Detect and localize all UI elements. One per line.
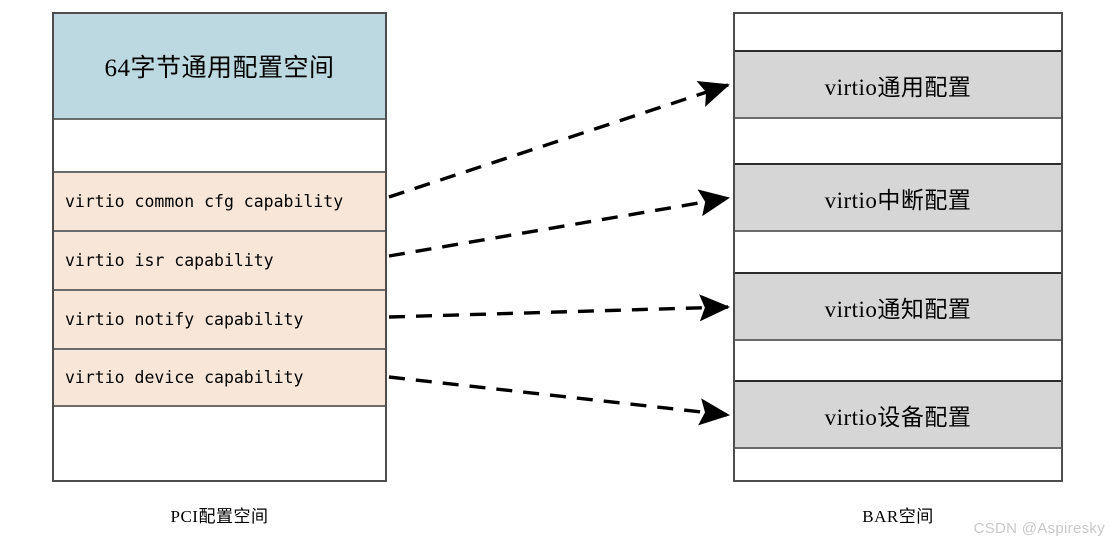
pci-common-config-header-label: 64字节通用配置空间 (104, 55, 335, 82)
bar-region-label: virtio通知配置 (824, 296, 972, 322)
capability-row-isr: virtio isr capability (54, 230, 385, 289)
bar-space-caption: BAR空间 (862, 507, 934, 526)
bar-region-notify-config: virtio通知配置 (735, 272, 1061, 341)
arrow-isr-to-interrupt-config (388, 189, 731, 258)
bar-region-label: virtio中断配置 (824, 187, 972, 213)
bar-region-label: virtio设备配置 (824, 404, 972, 430)
bar-region-device-config: virtio设备配置 (735, 380, 1061, 449)
capability-row-label: virtio device capability (65, 368, 304, 387)
pci-space-caption: PCI配置空间 (170, 507, 269, 526)
capability-row-label: virtio common cfg capability (65, 192, 344, 211)
capability-row-common-cfg: virtio common cfg capability (54, 171, 385, 230)
arrow-device-to-device-config (388, 375, 731, 426)
capability-row-label: virtio notify capability (65, 310, 304, 329)
csdn-watermark: CSDN @Aspiresky (973, 520, 1105, 537)
arrow-common-cfg-to-common-config (388, 81, 730, 199)
bar-region-common-config: virtio通用配置 (735, 50, 1061, 119)
capability-row-device: virtio device capability (54, 348, 385, 407)
bar-region-interrupt-config: virtio中断配置 (735, 163, 1061, 232)
bar-region-label: virtio通用配置 (824, 74, 972, 100)
capability-row-label: virtio isr capability (65, 251, 274, 270)
capability-row-notify: virtio notify capability (54, 289, 385, 348)
arrow-notify-to-notify-config (388, 294, 731, 322)
pci-common-config-header-block: 64字节通用配置空间 (54, 14, 385, 120)
